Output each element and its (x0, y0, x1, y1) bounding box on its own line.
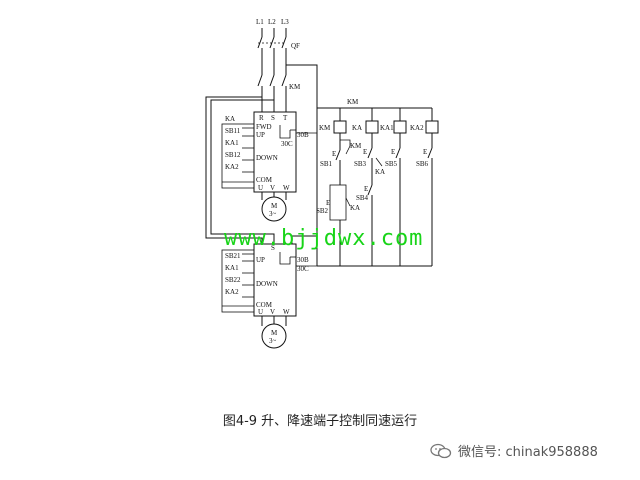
label-30C-2: 30C (297, 265, 309, 273)
label-S-1: S (271, 114, 275, 122)
label-UP-1: UP (256, 131, 265, 139)
label-FWD-1: FWD (256, 123, 272, 131)
label-KM-main: KM (289, 83, 301, 91)
label-V-2: V (270, 308, 275, 316)
label-W-2: W (283, 308, 290, 316)
watermark-text: www.bjjdwx.com (224, 226, 424, 251)
figure-caption: 图4-9 升、降速端子控制同速运行 (222, 414, 418, 429)
label-R-1: R (259, 114, 264, 122)
label-SB22: SB22 (225, 276, 241, 284)
label-SB21: SB21 (225, 252, 241, 260)
label-DOWN-2: DOWN (256, 280, 278, 288)
label-SB1: SB1 (320, 160, 333, 168)
latch-SB2 (329, 184, 347, 221)
label-COM-1: COM (256, 176, 273, 184)
label-30B-1: 30B (297, 131, 309, 139)
label-KA-coil: KA (352, 124, 362, 132)
label-E-SB4: E (364, 185, 368, 193)
label-T-1: T (283, 114, 288, 122)
label-COM-2: COM (256, 301, 273, 309)
label-KA2-1: KA2 (225, 163, 239, 171)
label-E-SB3: E (363, 148, 367, 156)
label-L2: L2 (268, 18, 276, 26)
label-M-2: M (271, 329, 278, 337)
label-L1: L1 (256, 18, 264, 26)
label-KM-coil: KM (319, 124, 331, 132)
label-W-1: W (283, 184, 290, 192)
label-U-2: U (258, 308, 263, 316)
label-S-2: S (271, 244, 275, 252)
label-3phase-1: 3~ (269, 210, 277, 218)
label-30C-1: 30C (281, 140, 293, 148)
label-UP-2: UP (256, 256, 265, 264)
label-E-SB5: E (391, 148, 395, 156)
label-KA-branch: KA (375, 168, 385, 176)
input-block-2 (221, 249, 255, 313)
label-KA2-2: KA2 (225, 288, 239, 296)
coil-KA1 (393, 120, 407, 134)
coil-KM (333, 120, 347, 134)
label-SB5: SB5 (385, 160, 398, 168)
label-SB12: SB12 (225, 151, 241, 159)
label-KA-latch: KA (350, 204, 360, 212)
label-L3: L3 (281, 18, 289, 26)
label-E-SB2: E (326, 199, 330, 207)
wechat-id: 微信号: chinak958888 (458, 445, 598, 460)
label-M-1: M (271, 202, 278, 210)
motor-1 (261, 196, 287, 222)
label-SB4: SB4 (356, 194, 369, 202)
label-DOWN-1: DOWN (256, 154, 278, 162)
coil-KA2 (425, 120, 439, 134)
label-SB11: SB11 (225, 127, 241, 135)
wechat-icon (430, 443, 452, 458)
label-KM-hold: KM (350, 142, 362, 150)
label-SB6: SB6 (416, 160, 429, 168)
label-KA2-coil: KA2 (410, 124, 424, 132)
label-QF: QF (291, 42, 300, 50)
label-KA1-2: KA1 (225, 264, 239, 272)
wechat-badge: 微信号: chinak958888 (430, 441, 598, 460)
label-KM-top: KM (347, 98, 359, 106)
label-KA1-1: KA1 (225, 139, 239, 147)
label-E-SB6: E (423, 148, 427, 156)
label-V-1: V (270, 184, 275, 192)
input-block-1 (221, 123, 255, 189)
label-E-SB1: E (332, 150, 336, 158)
label-U-1: U (258, 184, 263, 192)
label-SB2: SB2 (316, 207, 329, 215)
label-KA-1: KA (225, 115, 235, 123)
label-30B-2: 30B (297, 256, 309, 264)
coil-KA (365, 120, 379, 134)
label-3phase-2: 3~ (269, 337, 277, 345)
label-SB3: SB3 (354, 160, 367, 168)
label-KA1-coil: KA1 (380, 124, 394, 132)
inverter-1 (253, 111, 297, 193)
motor-2 (261, 323, 287, 349)
